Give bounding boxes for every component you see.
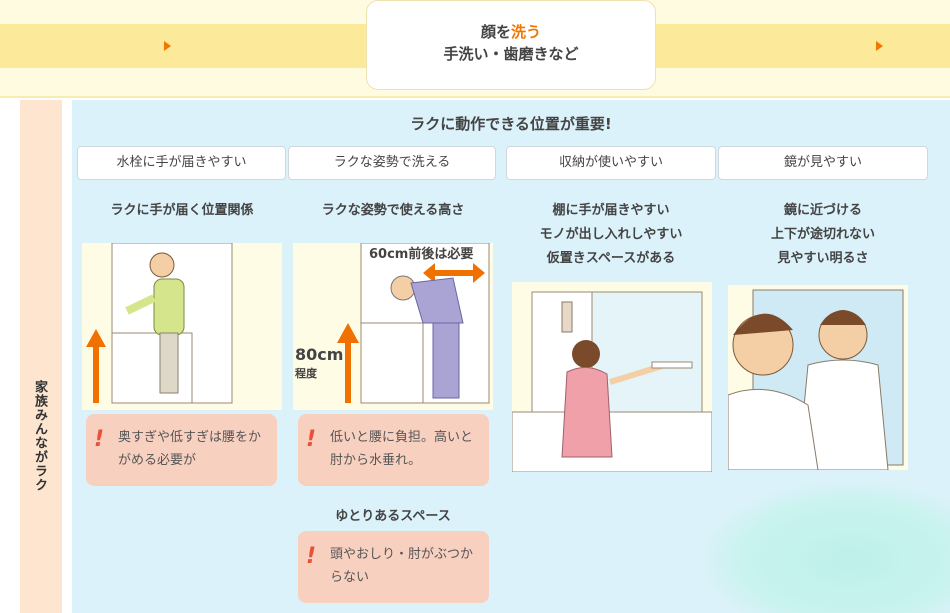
warning-box: ! 奥すぎや低すぎは腰をかがめる必要が [86, 414, 277, 486]
tab-mirror[interactable]: 鏡が見やすい [718, 146, 928, 180]
sidebar [20, 100, 62, 613]
person-washing-hands-image [86, 243, 233, 404]
mirror-illustration [728, 285, 908, 470]
title-line: 鏡に近づける [783, 203, 862, 218]
column-title-lines: 棚に手が届きやすい モノが出し入れしやすい 仮置きスペースがある [506, 199, 716, 271]
section-heading: ラクに動作できる位置が重要! [410, 115, 612, 133]
person-reaching-shelf-image [512, 282, 712, 472]
arrow-right-icon[interactable] [876, 41, 883, 51]
title-line: 仮置きスペースがある [546, 251, 676, 266]
person-washing-face-image [337, 243, 490, 404]
column-title-lines: 鏡に近づける 上下が途切れない 見やすい明るさ [718, 199, 928, 271]
arrow-right-icon[interactable] [164, 41, 171, 51]
tab-posture[interactable]: ラクな姿勢で洗える [288, 146, 496, 180]
sub-title: ゆとりあるスペース [335, 509, 451, 524]
column-title: ラクに手が届く位置関係 [110, 203, 254, 218]
faucet-reach-illustration [82, 243, 282, 410]
tab-faucet[interactable]: 水栓に手が届きやすい [77, 146, 286, 180]
tab-storage[interactable]: 収納が使いやすい [506, 146, 716, 180]
warning-text: 低いと腰に負担。高いと肘から水垂れ。 [330, 430, 474, 468]
warning-icon: ! [94, 427, 105, 452]
title-line: 上下が途切れない [770, 227, 875, 242]
storage-illustration [512, 282, 712, 472]
title-line: 棚に手が届きやすい [552, 203, 670, 218]
warning-text: 奥すぎや低すぎは腰をかがめる必要が [118, 430, 262, 468]
title-line: モノが出し入れしやすい [539, 227, 683, 242]
column-title: ラクな姿勢で使える高さ [321, 203, 465, 218]
title-highlight: 洗う [511, 23, 542, 41]
width-label: 60cm前後は必要 [369, 243, 473, 262]
decorative-blob [700, 480, 950, 613]
warning-text: 頭やおしり・肘がぶつからない [330, 547, 474, 585]
warning-icon: ! [306, 427, 317, 452]
height-label-sub: 程度 [295, 367, 317, 380]
title-card: 顔を洗う 手洗い・歯磨きなど [366, 0, 656, 90]
title-line: 見やすい明るさ [777, 251, 869, 266]
title-prefix: 顔を [480, 23, 511, 41]
warning-icon: ! [306, 544, 317, 569]
height-label: 80cm [295, 345, 344, 364]
warning-box: ! 頭やおしり・肘がぶつからない [298, 531, 489, 603]
width-label-text: 60cm前後は必要 [369, 247, 474, 262]
page-subtitle: 手洗い・歯磨きなど [443, 45, 579, 63]
person-in-mirror-image [728, 285, 908, 470]
warning-box: ! 低いと腰に負担。高いと肘から水垂れ。 [298, 414, 489, 486]
posture-height-illustration: 60cm前後は必要 80cm 程度 [293, 243, 493, 410]
page-title: 顔を洗う [367, 21, 655, 43]
sidebar-label: 家族みんながラク [32, 380, 47, 492]
